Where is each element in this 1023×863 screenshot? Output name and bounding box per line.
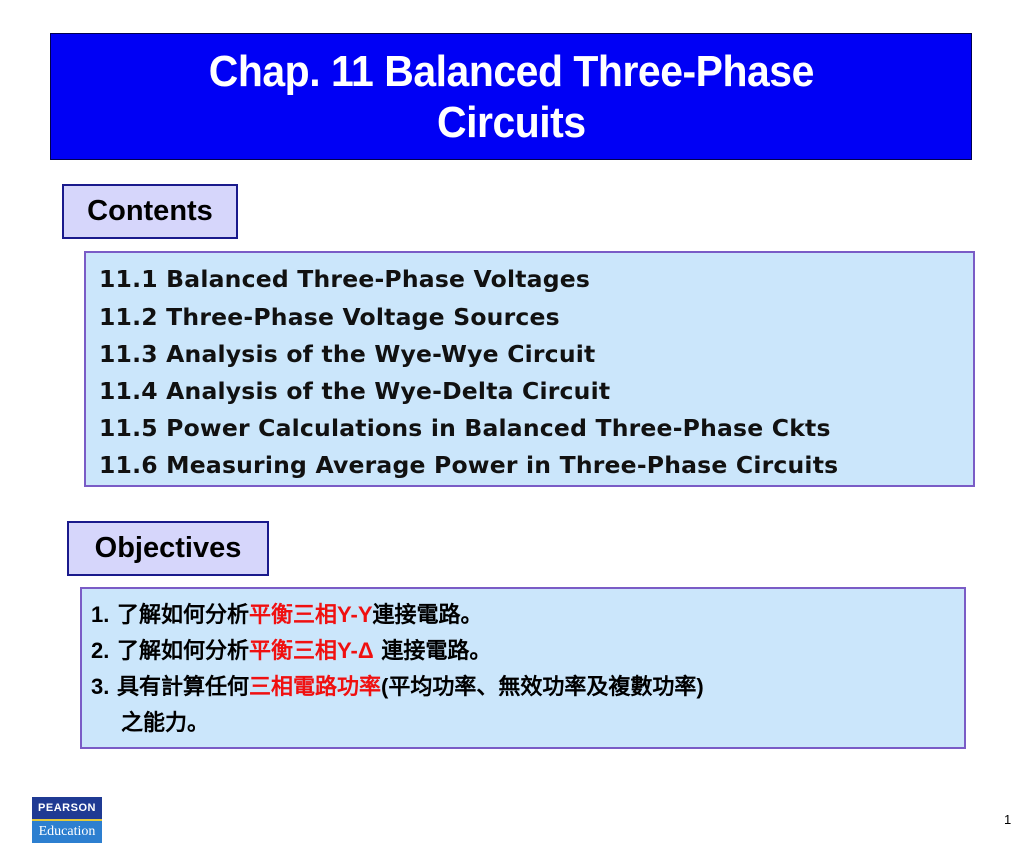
objective-text-end: 平均功率、無效功率及複數功率 bbox=[388, 674, 697, 700]
objective-text: 了解如何分析 bbox=[109, 638, 250, 664]
contents-panel: 11.1 Balanced Three-Phase Voltages 11.2 … bbox=[84, 251, 975, 487]
slide-title-line-1: Chap. 11 Balanced Three-Phase bbox=[208, 46, 814, 96]
paren-open: ( bbox=[381, 674, 389, 699]
contents-item: 11.3 Analysis of the Wye-Wye Circuit bbox=[99, 340, 596, 368]
objective-highlight: 平衡三相 bbox=[249, 602, 338, 628]
objective-number: 2. bbox=[91, 638, 110, 663]
objective-text-end: 連接電路。 bbox=[372, 602, 483, 628]
contents-label: Contents bbox=[62, 184, 238, 239]
slide-title-line-2: Circuits bbox=[436, 97, 586, 147]
slide-title: Chap. 11 Balanced Three-Phase Circuits bbox=[208, 46, 814, 148]
objective-number: 3. bbox=[91, 674, 110, 699]
objective-item: 2. 了解如何分析平衡三相Y-Δ 連接電路。 bbox=[91, 633, 964, 669]
objectives-label: Objectives bbox=[67, 521, 269, 576]
logo-pearson-text: PEARSON bbox=[32, 797, 102, 821]
objective-text-end: 連接電路。 bbox=[373, 638, 492, 664]
objective-highlight: 三相電路功率 bbox=[249, 674, 382, 700]
contents-item: 11.5 Power Calculations in Balanced Thre… bbox=[99, 414, 831, 442]
slide-title-banner: Chap. 11 Balanced Three-Phase Circuits bbox=[50, 33, 972, 160]
objective-item: 1. 了解如何分析平衡三相Y-Y連接電路。 bbox=[91, 597, 964, 633]
objective-number: 1. bbox=[91, 602, 110, 627]
objective-connection-symbol: Y-Δ bbox=[337, 638, 374, 663]
pearson-education-logo: PEARSON Education bbox=[32, 797, 102, 843]
objective-item: 3. 具有計算任何三相電路功率(平均功率、無效功率及複數功率) bbox=[91, 669, 964, 705]
objective-continuation: 之能力。 bbox=[121, 710, 210, 736]
objective-connection-symbol: Y-Y bbox=[337, 602, 373, 627]
paren-close: ) bbox=[696, 674, 704, 699]
contents-item: 11.1 Balanced Three-Phase Voltages bbox=[99, 265, 591, 293]
objective-highlight: 平衡三相 bbox=[249, 638, 338, 664]
contents-item: 11.6 Measuring Average Power in Three-Ph… bbox=[99, 451, 839, 479]
contents-item: 11.2 Three-Phase Voltage Sources bbox=[99, 303, 560, 331]
objective-text: 具有計算任何 bbox=[109, 674, 250, 700]
objectives-panel: 1. 了解如何分析平衡三相Y-Y連接電路。 2. 了解如何分析平衡三相Y-Δ 連… bbox=[80, 587, 966, 749]
objective-text: 了解如何分析 bbox=[109, 602, 250, 628]
logo-education-text: Education bbox=[32, 821, 102, 843]
page-number: 1 bbox=[1004, 812, 1012, 827]
contents-item: 11.4 Analysis of the Wye-Delta Circuit bbox=[99, 377, 611, 405]
